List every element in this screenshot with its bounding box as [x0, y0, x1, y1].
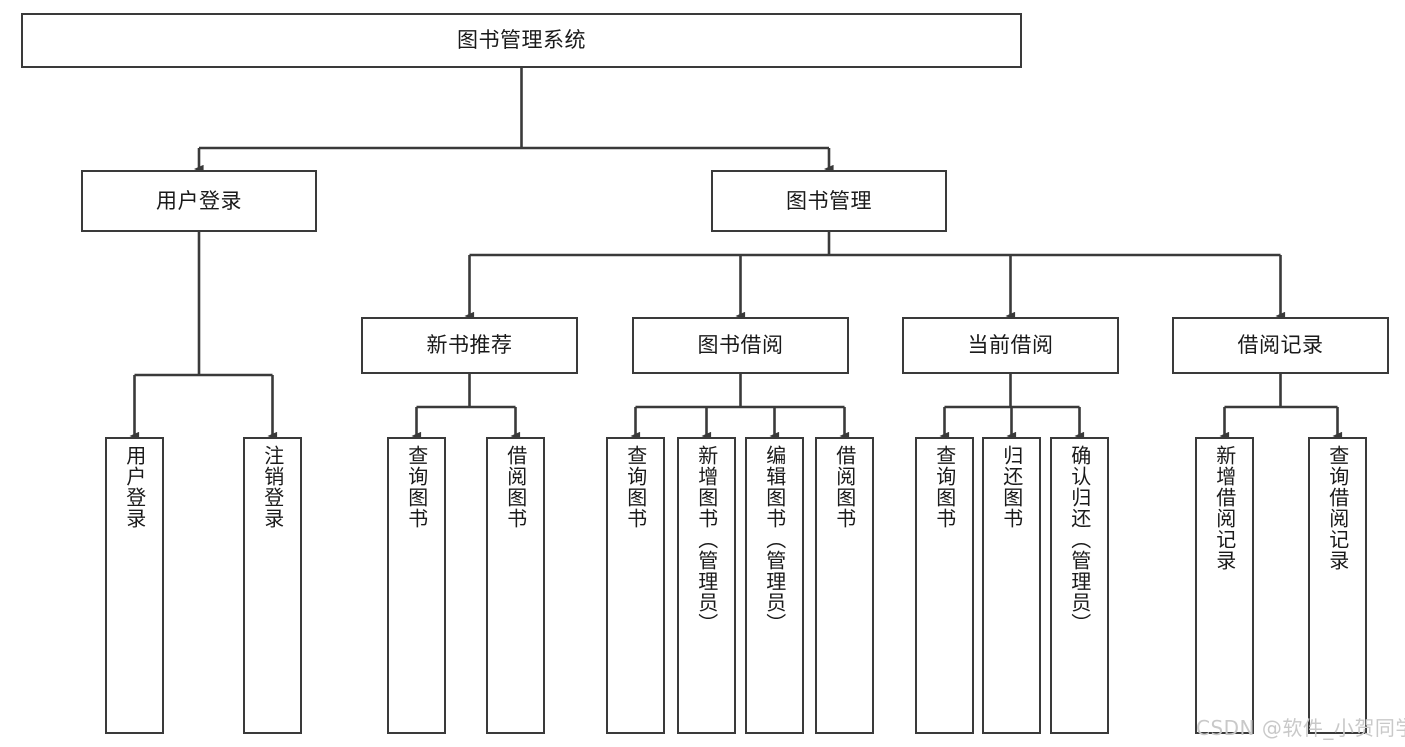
node-label: 当前借阅 — [967, 333, 1054, 358]
node-records[interactable]: 借阅记录 — [1172, 317, 1389, 374]
node-label: 借阅图书 — [503, 445, 528, 529]
node-current[interactable]: 当前借阅 — [902, 317, 1119, 374]
node-bookmgmt[interactable]: 图书管理 — [711, 170, 947, 232]
node-l5[interactable]: 查询图书 — [606, 437, 665, 734]
node-label: 图书管理 — [786, 188, 872, 213]
node-l12[interactable]: 新增借阅记录 — [1195, 437, 1254, 734]
node-label: 新书推荐 — [426, 333, 513, 358]
node-label: 确认归还（管理员） — [1067, 445, 1092, 634]
node-label: 图书管理系统 — [457, 28, 586, 53]
node-borrow[interactable]: 图书借阅 — [632, 317, 849, 374]
node-l4[interactable]: 借阅图书 — [486, 437, 545, 734]
node-newbook[interactable]: 新书推荐 — [361, 317, 578, 374]
node-l1[interactable]: 用户登录 — [105, 437, 164, 734]
node-label: 借阅记录 — [1237, 333, 1324, 358]
edge-group — [129, 68, 1343, 441]
node-label: 新增图书（管理员） — [694, 445, 719, 634]
node-login[interactable]: 用户登录 — [81, 170, 317, 232]
node-l6[interactable]: 新增图书（管理员） — [677, 437, 736, 734]
node-root[interactable]: 图书管理系统 — [21, 13, 1022, 68]
node-l10[interactable]: 归还图书 — [982, 437, 1041, 734]
node-label: 用户登录 — [122, 445, 147, 529]
node-label: 借阅图书 — [832, 445, 857, 529]
node-label: 新增借阅记录 — [1212, 445, 1237, 571]
node-l3[interactable]: 查询图书 — [387, 437, 446, 734]
node-l8[interactable]: 借阅图书 — [815, 437, 874, 734]
node-label: 归还图书 — [999, 445, 1024, 529]
node-label: 查询图书 — [623, 445, 648, 529]
node-label: 注销登录 — [260, 445, 285, 529]
node-l7[interactable]: 编辑图书（管理员） — [745, 437, 804, 734]
node-l9[interactable]: 查询图书 — [915, 437, 974, 734]
node-label: 查询借阅记录 — [1325, 445, 1350, 571]
node-label: 用户登录 — [156, 188, 242, 213]
node-l11[interactable]: 确认归还（管理员） — [1050, 437, 1109, 734]
node-label: 编辑图书（管理员） — [762, 445, 787, 634]
node-label: 查询图书 — [404, 445, 429, 529]
node-l2[interactable]: 注销登录 — [243, 437, 302, 734]
node-l13[interactable]: 查询借阅记录 — [1308, 437, 1367, 734]
node-label: 图书借阅 — [697, 333, 784, 358]
node-label: 查询图书 — [932, 445, 957, 529]
